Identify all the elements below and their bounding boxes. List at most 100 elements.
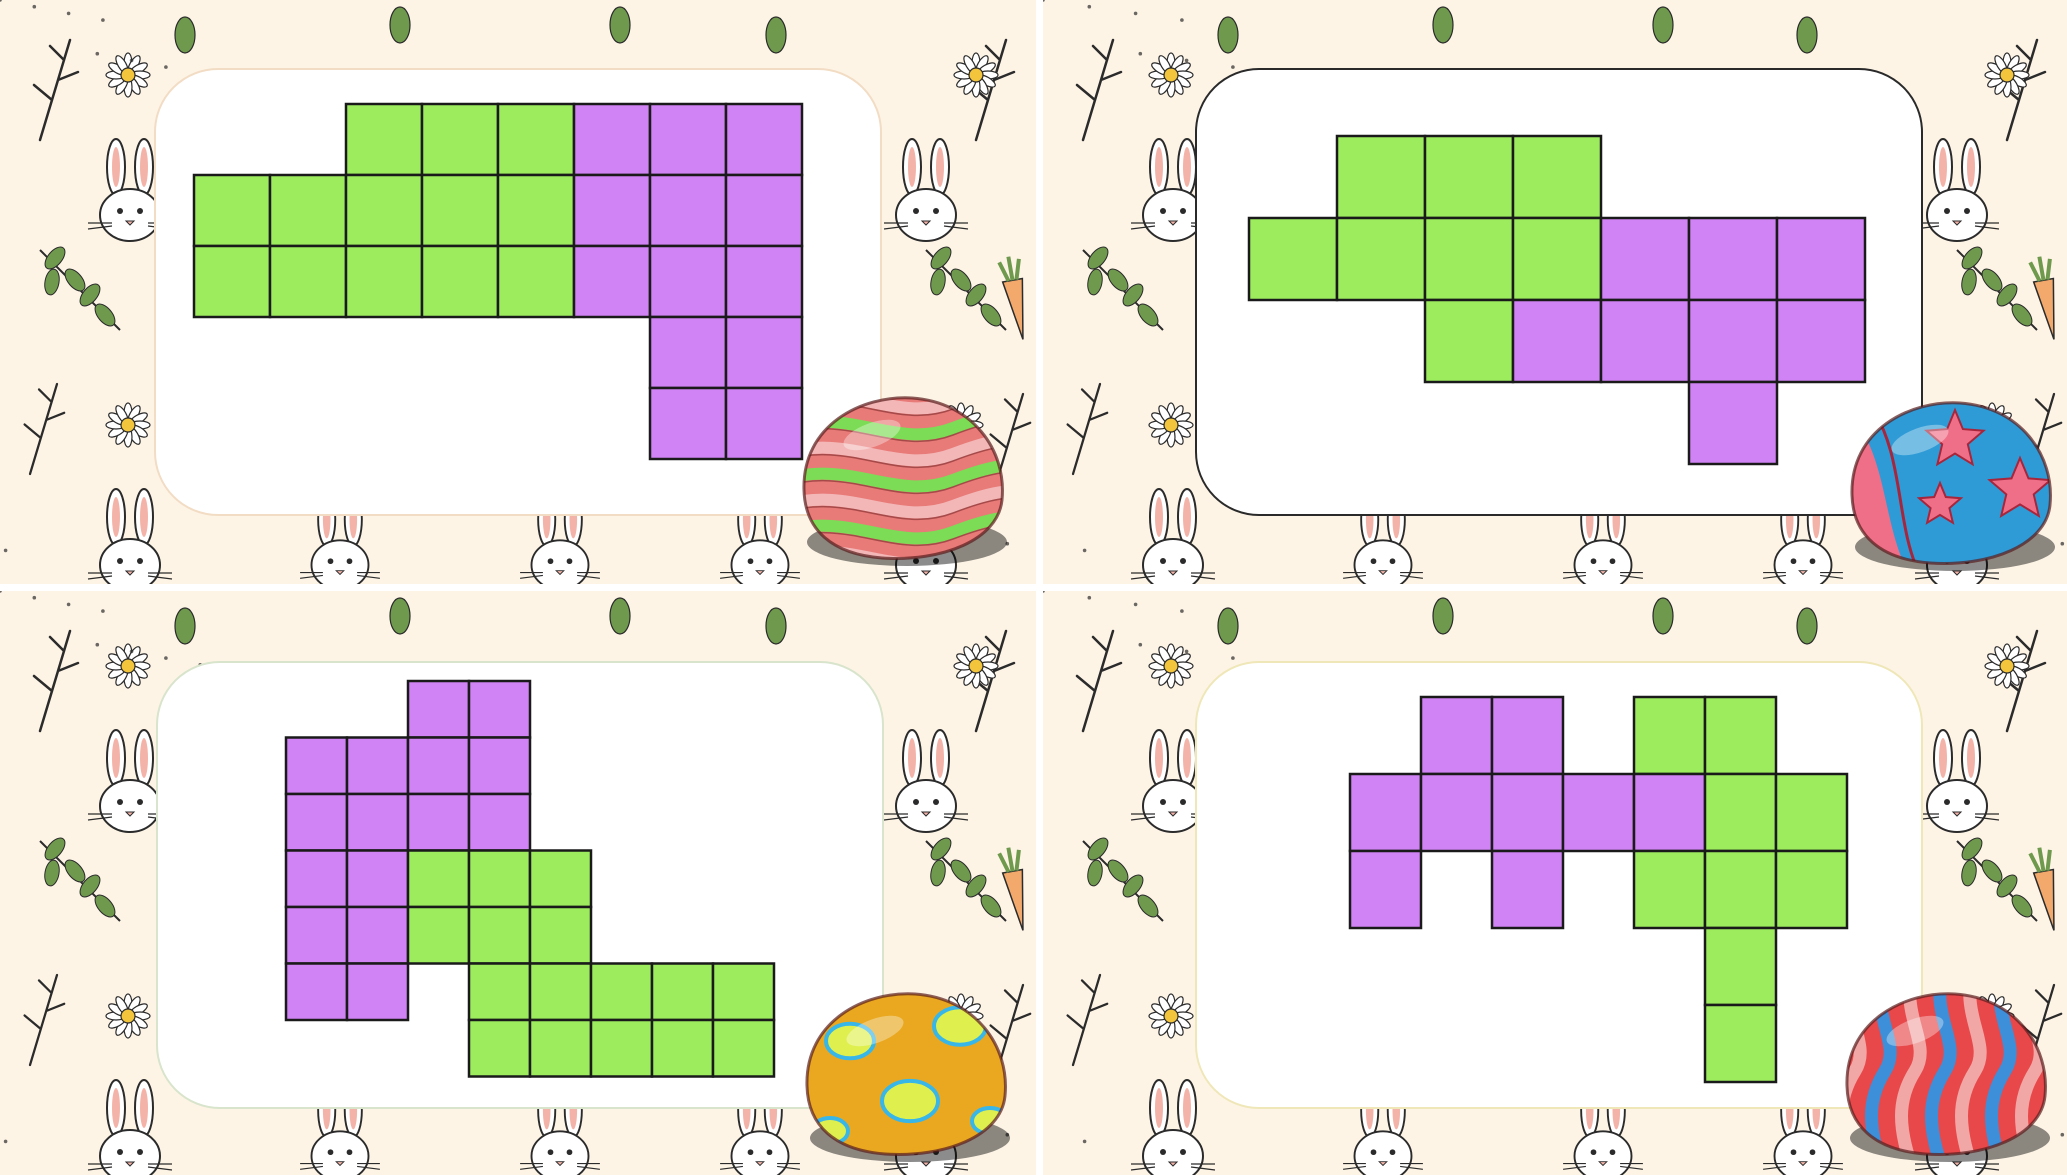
purple-square — [1689, 382, 1777, 464]
purple-square — [650, 175, 726, 246]
green-square — [194, 246, 270, 317]
purple-square — [1777, 218, 1865, 300]
leaf-sprig-icon — [1653, 7, 1673, 43]
leaf-sprig-icon — [610, 598, 630, 634]
purple-square — [1563, 774, 1634, 851]
dotted-egg-icon — [795, 976, 1025, 1166]
purple-square — [1492, 774, 1563, 851]
green-square — [1634, 697, 1705, 774]
purple-square — [469, 738, 530, 795]
green-square — [1705, 851, 1776, 928]
purple-square — [1689, 300, 1777, 382]
purple-square — [574, 175, 650, 246]
leaf-sprig-icon — [1218, 17, 1238, 53]
purple-square — [347, 907, 408, 964]
leaf-sprig-icon — [175, 608, 195, 644]
purple-square — [1601, 300, 1689, 382]
green-square — [1425, 136, 1513, 218]
purple-square — [469, 681, 530, 738]
green-square — [270, 246, 346, 317]
green-square — [1705, 928, 1776, 1005]
purple-square — [726, 246, 802, 317]
purple-square — [286, 907, 347, 964]
purple-square — [347, 794, 408, 851]
leaf-branch-icon — [40, 244, 120, 330]
green-square — [498, 175, 574, 246]
green-square — [469, 1020, 530, 1077]
purple-square — [347, 851, 408, 908]
purple-square — [726, 104, 802, 175]
green-square — [1634, 851, 1705, 928]
leaf-branch-icon — [1083, 835, 1163, 921]
purple-square — [650, 388, 726, 459]
twig-doodle-icon — [1068, 384, 1108, 474]
purple-square — [1601, 218, 1689, 300]
green-square — [422, 175, 498, 246]
twig-doodle-icon — [1077, 40, 1121, 140]
twig-doodle-icon — [25, 975, 65, 1065]
leaf-sprig-icon — [1797, 608, 1817, 644]
green-square — [408, 907, 469, 964]
twig-doodle-icon — [34, 40, 78, 140]
green-square — [530, 907, 591, 964]
green-square — [1249, 218, 1337, 300]
leaf-sprig-icon — [766, 17, 786, 53]
daisy-doodle-icon — [106, 53, 150, 97]
bunny-doodle-icon — [884, 730, 968, 832]
leaf-sprig-icon — [1797, 17, 1817, 53]
card-top-left — [154, 68, 882, 516]
purple-square — [726, 388, 802, 459]
purple-square — [650, 104, 726, 175]
leaf-sprig-icon — [766, 608, 786, 644]
green-square — [469, 851, 530, 908]
green-square — [1425, 218, 1513, 300]
bunny-doodle-icon — [884, 139, 968, 241]
twig-doodle-icon — [25, 384, 65, 474]
purple-square — [726, 175, 802, 246]
daisy-doodle-icon — [1149, 403, 1193, 447]
green-square — [1705, 697, 1776, 774]
square-grid-shape — [158, 663, 886, 1111]
green-square — [194, 175, 270, 246]
green-square — [1705, 774, 1776, 851]
leaf-sprig-icon — [1218, 608, 1238, 644]
leaf-branch-icon — [1957, 244, 2037, 330]
purple-square — [286, 794, 347, 851]
purple-square — [1513, 300, 1601, 382]
purple-square — [1350, 851, 1421, 928]
card-bottom-right — [1195, 661, 1923, 1109]
purple-square — [650, 246, 726, 317]
green-square — [469, 964, 530, 1021]
green-square — [1513, 218, 1601, 300]
bunny-doodle-icon — [1915, 730, 1999, 832]
purple-square — [408, 794, 469, 851]
green-square — [408, 851, 469, 908]
purple-square — [408, 738, 469, 795]
green-square — [498, 104, 574, 175]
purple-square — [347, 964, 408, 1021]
purple-square — [286, 851, 347, 908]
purple-square — [347, 738, 408, 795]
purple-square — [1421, 774, 1492, 851]
green-square — [652, 964, 713, 1021]
square-grid-shape — [1197, 70, 1925, 518]
purple-square — [574, 246, 650, 317]
purple-square — [286, 738, 347, 795]
leaf-branch-icon — [1957, 835, 2037, 921]
green-square — [713, 964, 774, 1021]
purple-square — [286, 964, 347, 1021]
green-square — [1425, 300, 1513, 382]
purple-square — [469, 794, 530, 851]
green-square — [346, 246, 422, 317]
green-square — [270, 175, 346, 246]
twig-doodle-icon — [34, 631, 78, 731]
purple-square — [1777, 300, 1865, 382]
green-square — [530, 851, 591, 908]
green-square — [346, 175, 422, 246]
daisy-doodle-icon — [106, 994, 150, 1038]
leaf-branch-icon — [40, 835, 120, 921]
square-grid-shape — [1197, 663, 1925, 1111]
green-square — [498, 246, 574, 317]
green-square — [422, 246, 498, 317]
purple-square — [1350, 774, 1421, 851]
